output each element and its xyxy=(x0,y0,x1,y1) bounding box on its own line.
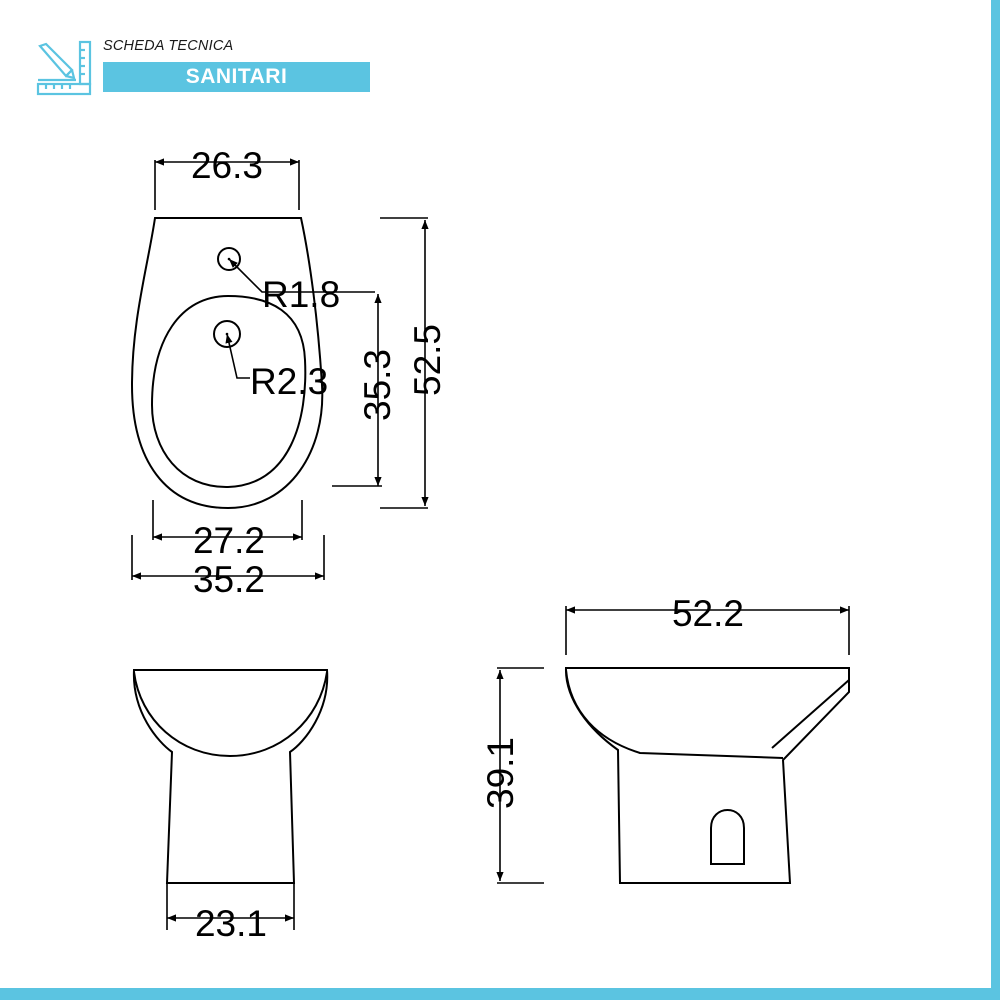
dim-overall-length: 52.5 xyxy=(380,217,448,509)
dim-height-label: 39.1 xyxy=(480,737,521,809)
front-view-outline xyxy=(132,669,329,884)
dim-side-length-label: 52.2 xyxy=(672,593,744,634)
dim-overall-width: 35.2 xyxy=(131,535,325,600)
top-view-outline xyxy=(130,217,324,510)
front-view-bowl xyxy=(133,671,328,758)
outlet-opening xyxy=(710,809,745,865)
dim-hole-small-radius-label: R1.8 xyxy=(262,274,340,315)
header: SCHEDA TECNICA SANITARI xyxy=(36,38,376,98)
tap-hole-small xyxy=(217,247,241,271)
dim-hole-large-radius-label: R2.3 xyxy=(250,361,328,402)
frame-right-border xyxy=(991,0,1000,1000)
dim-base-width-label: 23.1 xyxy=(195,903,267,944)
leader-small-hole xyxy=(228,258,375,293)
header-subtitle: SCHEDA TECNICA xyxy=(103,38,234,54)
side-view xyxy=(564,667,850,884)
dim-height: 39.1 xyxy=(480,667,544,884)
dim-bowl-length: 35.3 xyxy=(332,294,398,487)
frame-bottom-border xyxy=(0,988,1000,1000)
leader-large-hole xyxy=(225,333,250,379)
side-view-rim xyxy=(771,679,850,749)
ruler-pencil-icon xyxy=(36,40,92,96)
dim-overall-length-label: 52.5 xyxy=(407,324,448,396)
header-title-band: SANITARI xyxy=(103,62,370,92)
drain-hole-large xyxy=(213,320,241,348)
dim-base-width: 23.1 xyxy=(166,883,295,944)
top-view-bowl xyxy=(150,294,307,489)
dim-inner-width: 27.2 xyxy=(152,500,303,561)
front-view xyxy=(132,669,329,884)
side-view-bowl xyxy=(565,669,784,759)
dim-overall-width-label: 35.2 xyxy=(193,559,265,600)
dim-side-length: 52.2 xyxy=(565,593,850,655)
top-view xyxy=(130,217,375,510)
dim-top-width-label: 26.3 xyxy=(191,145,263,186)
header-title: SANITARI xyxy=(185,65,288,88)
dim-top-width: 26.3 xyxy=(154,145,300,210)
side-view-outline xyxy=(564,667,850,884)
dim-inner-width-label: 27.2 xyxy=(193,520,265,561)
dim-bowl-length-label: 35.3 xyxy=(357,349,398,421)
